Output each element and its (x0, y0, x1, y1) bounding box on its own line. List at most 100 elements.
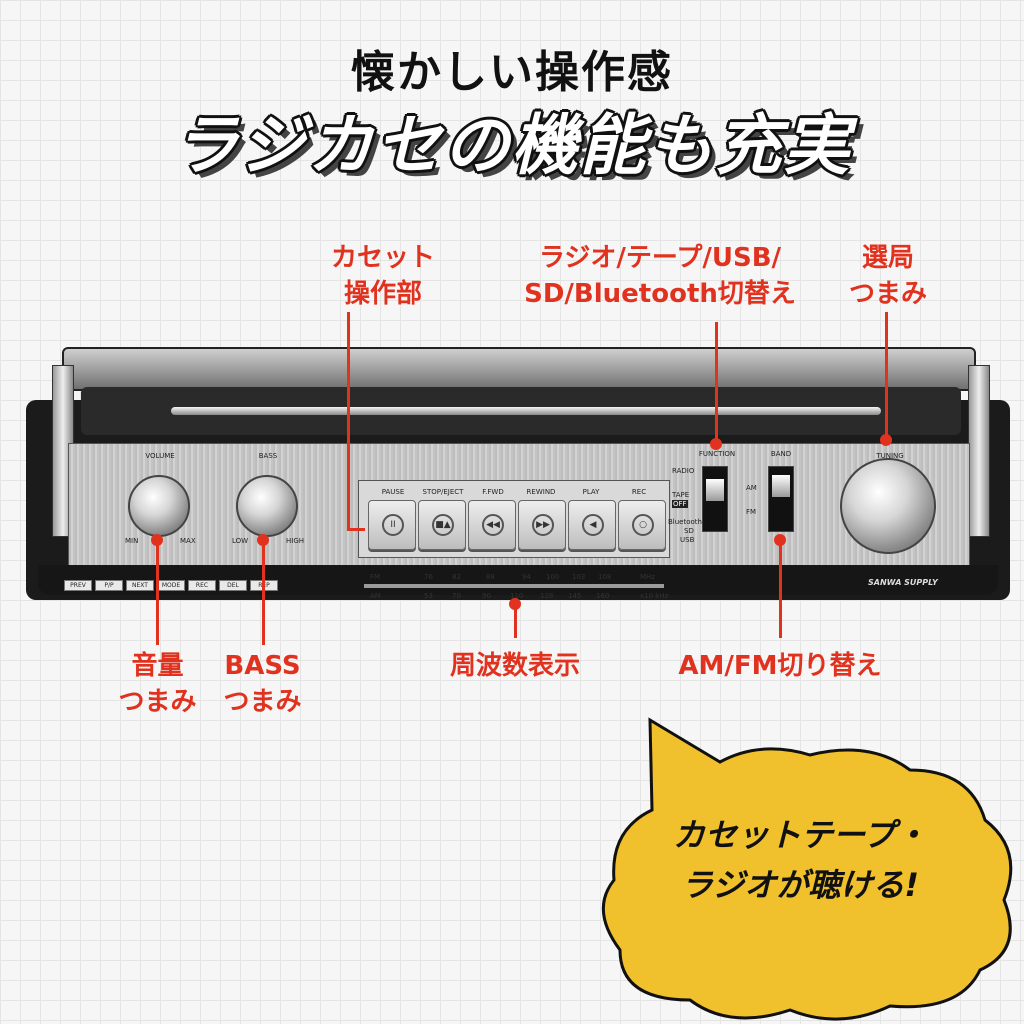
am-tick: 145 (568, 592, 582, 600)
frequency-scale: FM 76 82 88 94 100 103 108 MHz AM 53 70 … (360, 570, 690, 606)
antenna (171, 407, 881, 415)
play-icon: ◀ (582, 514, 604, 536)
bass-knob[interactable] (236, 475, 298, 537)
bass-label: BASS (258, 452, 278, 460)
usb-rec-button[interactable]: REC (188, 580, 216, 591)
brand-label: SANWA SUPPLY (868, 578, 938, 587)
function-label: FUNCTION (698, 450, 736, 458)
band-leader-line (779, 540, 782, 638)
frequency-leader-dot (509, 598, 521, 610)
prev-button[interactable]: PREV (64, 580, 92, 591)
stop-eject-button[interactable]: ■▲ (418, 500, 466, 550)
am-label: AM (370, 592, 381, 600)
pause-icon: II (382, 514, 404, 536)
tuning-leader-line (885, 312, 888, 440)
band-leader-dot (774, 534, 786, 546)
am-tick: 53 (424, 592, 433, 600)
volume-leader-line (156, 540, 159, 645)
rewind-label: REWIND (526, 488, 556, 496)
function-switch[interactable] (702, 466, 728, 532)
am-tick: 70 (452, 592, 461, 600)
tuning-bar (364, 584, 664, 588)
rec-label: REC (631, 488, 647, 496)
fm-unit: MHz (640, 573, 655, 581)
pause-button[interactable]: II (368, 500, 416, 550)
am-unit: x10 kHz (640, 592, 669, 600)
function-radio-label: RADIO (672, 467, 695, 475)
fm-tick: 103 (572, 573, 586, 581)
function-tape-label: TAPE (672, 491, 690, 499)
frequency-leader-line (514, 604, 517, 638)
band-fm-label: FM (746, 508, 757, 516)
function-usb-label: USB (680, 536, 695, 544)
fm-tick: 100 (546, 573, 560, 581)
callout-band: AM/FM切り替え (678, 651, 882, 681)
function-switch-handle[interactable] (706, 479, 724, 501)
band-am-label: AM (746, 484, 757, 492)
fm-tick: 108 (598, 573, 612, 581)
am-tick: 128 (540, 592, 554, 600)
callout-function-switch: ラジオ/テープ/USB/ SD/Bluetooth切替え (524, 243, 796, 309)
play-label: PLAY (582, 488, 600, 496)
callout-cassette: カセット 操作部 (330, 243, 435, 309)
bubble-line2: ラジオが聴ける! (681, 866, 919, 904)
band-label: BAND (770, 450, 792, 458)
bass-high-label: HIGH (286, 537, 305, 545)
bass-low-label: LOW (232, 537, 249, 545)
cassette-leader-line (347, 312, 350, 530)
function-leader-dot (710, 438, 722, 450)
headline-line1: 懐かしい操作感 (351, 47, 673, 98)
right-side-bracket (968, 365, 990, 537)
fm-tick: 94 (522, 573, 531, 581)
fm-label: FM (370, 573, 381, 581)
cassette-leader-line (347, 528, 365, 531)
stop-eject-icon: ■▲ (432, 514, 454, 536)
tuning-leader-dot (880, 434, 892, 446)
callout-tuning: 選局 つまみ (848, 243, 927, 309)
bubble-shape (601, 717, 1013, 1021)
volume-leader-dot (151, 534, 163, 546)
function-leader-line (715, 322, 718, 444)
rec-button[interactable]: ○ (618, 500, 666, 550)
fast-forward-icon: ◀◀ (482, 514, 504, 536)
function-bluetooth-label: Bluetooth (668, 518, 702, 526)
play-button[interactable]: ◀ (568, 500, 616, 550)
tuning-knob[interactable] (840, 458, 936, 554)
volume-max-label: MAX (180, 537, 196, 545)
am-tick: 160 (596, 592, 610, 600)
bubble-text: カセットテープ・ ラジオが聴ける! (640, 810, 960, 910)
volume-knob[interactable] (128, 475, 190, 537)
bubble-line1: カセットテープ・ (672, 816, 928, 854)
callout-volume: 音量 つまみ (118, 651, 197, 717)
headline-line2: ラジカセの機能も充実 (172, 107, 852, 184)
bass-leader-line (262, 540, 265, 645)
ffwd-button[interactable]: ◀◀ (468, 500, 516, 550)
bass-leader-dot (257, 534, 269, 546)
fm-tick: 88 (486, 573, 495, 581)
am-tick: 90 (482, 592, 491, 600)
band-switch[interactable] (768, 466, 794, 532)
am-tick: 110 (510, 592, 524, 600)
volume-min-label: MIN (125, 537, 139, 545)
pause-label: PAUSE (381, 488, 405, 496)
next-button[interactable]: NEXT (126, 580, 154, 591)
callout-bass: BASS つまみ (223, 651, 302, 717)
handle (62, 347, 976, 391)
function-off-label: OFF (672, 500, 688, 508)
rewind-icon: ▶▶ (532, 514, 554, 536)
mode-button[interactable]: MODE (157, 580, 185, 591)
callout-frequency: 周波数表示 (449, 651, 580, 681)
play-pause-button[interactable]: P/P (95, 580, 123, 591)
tuning-label: TUNING (876, 452, 904, 460)
function-sd-label: SD (684, 527, 694, 535)
stop-eject-label: STOP/EJECT (422, 488, 464, 496)
ffwd-label: F.FWD (482, 488, 504, 496)
delete-button[interactable]: DEL (219, 580, 247, 591)
speech-bubble (601, 717, 1013, 1021)
record-icon: ○ (632, 514, 654, 536)
fm-tick: 76 (424, 573, 433, 581)
rewind-button[interactable]: ▶▶ (518, 500, 566, 550)
fm-tick: 82 (452, 573, 461, 581)
volume-label: VOLUME (145, 452, 175, 460)
band-switch-handle[interactable] (772, 475, 790, 497)
